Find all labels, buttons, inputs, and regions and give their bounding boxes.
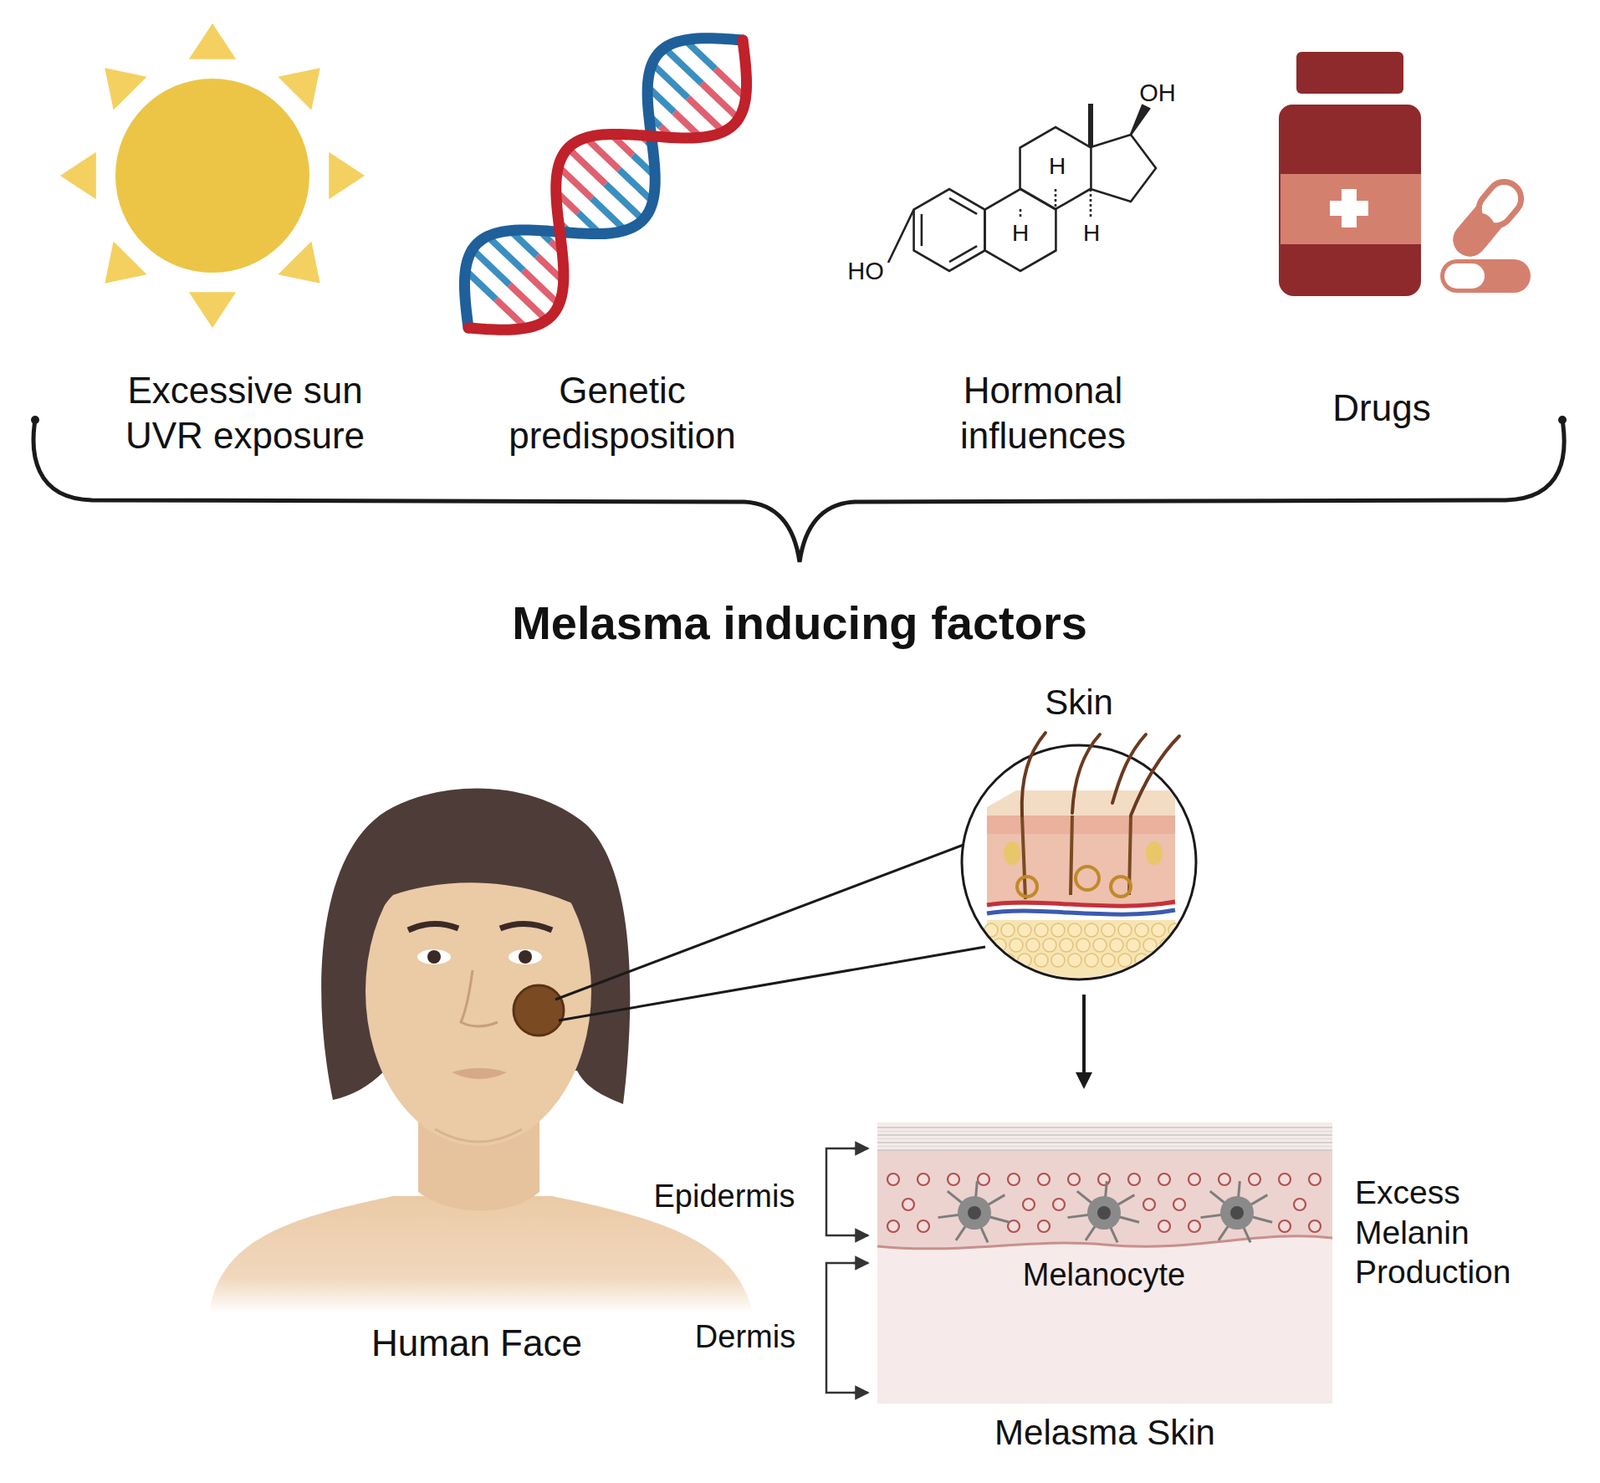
sun-icon bbox=[60, 23, 365, 328]
label-text: Excess Melanin Production bbox=[1354, 1172, 1535, 1293]
node-heading: Melasma Skin bbox=[994, 1411, 1216, 1454]
skin-circle: Skin bbox=[961, 745, 1197, 980]
label-text: Drugs bbox=[1332, 385, 1431, 431]
dna-icon bbox=[464, 38, 747, 331]
label-text: Genetic predisposition bbox=[484, 368, 761, 458]
node-heading: Skin bbox=[1044, 681, 1114, 724]
label-text: H bbox=[1047, 152, 1068, 181]
label-text: Hormonal influences bbox=[934, 368, 1152, 458]
human-face-figure bbox=[209, 787, 986, 1314]
melasma-skin-section bbox=[877, 1122, 1333, 1404]
label-text: Human Face bbox=[371, 1320, 583, 1366]
flow-arrow bbox=[1082, 994, 1086, 1086]
label-text: OH bbox=[1139, 78, 1176, 108]
diagram-title: Melasma inducing factors bbox=[511, 595, 1088, 650]
label-text: Epidermis bbox=[654, 1176, 796, 1216]
skin-section-illustration bbox=[961, 732, 1197, 980]
label-text: Excessive sun UVR exposure bbox=[102, 368, 388, 458]
drugs-icon bbox=[1278, 51, 1531, 297]
label-text: Melanocyte bbox=[1022, 1255, 1186, 1294]
layer-brackets bbox=[826, 1148, 869, 1393]
label-text: Dermis bbox=[695, 1317, 796, 1356]
label-text: H bbox=[1081, 219, 1102, 248]
label-text: H bbox=[1010, 219, 1031, 248]
estradiol-structure bbox=[888, 103, 1156, 271]
label-text: HO bbox=[847, 256, 885, 287]
melasma-skin-panel: Melasma Skin bbox=[877, 1122, 1333, 1404]
